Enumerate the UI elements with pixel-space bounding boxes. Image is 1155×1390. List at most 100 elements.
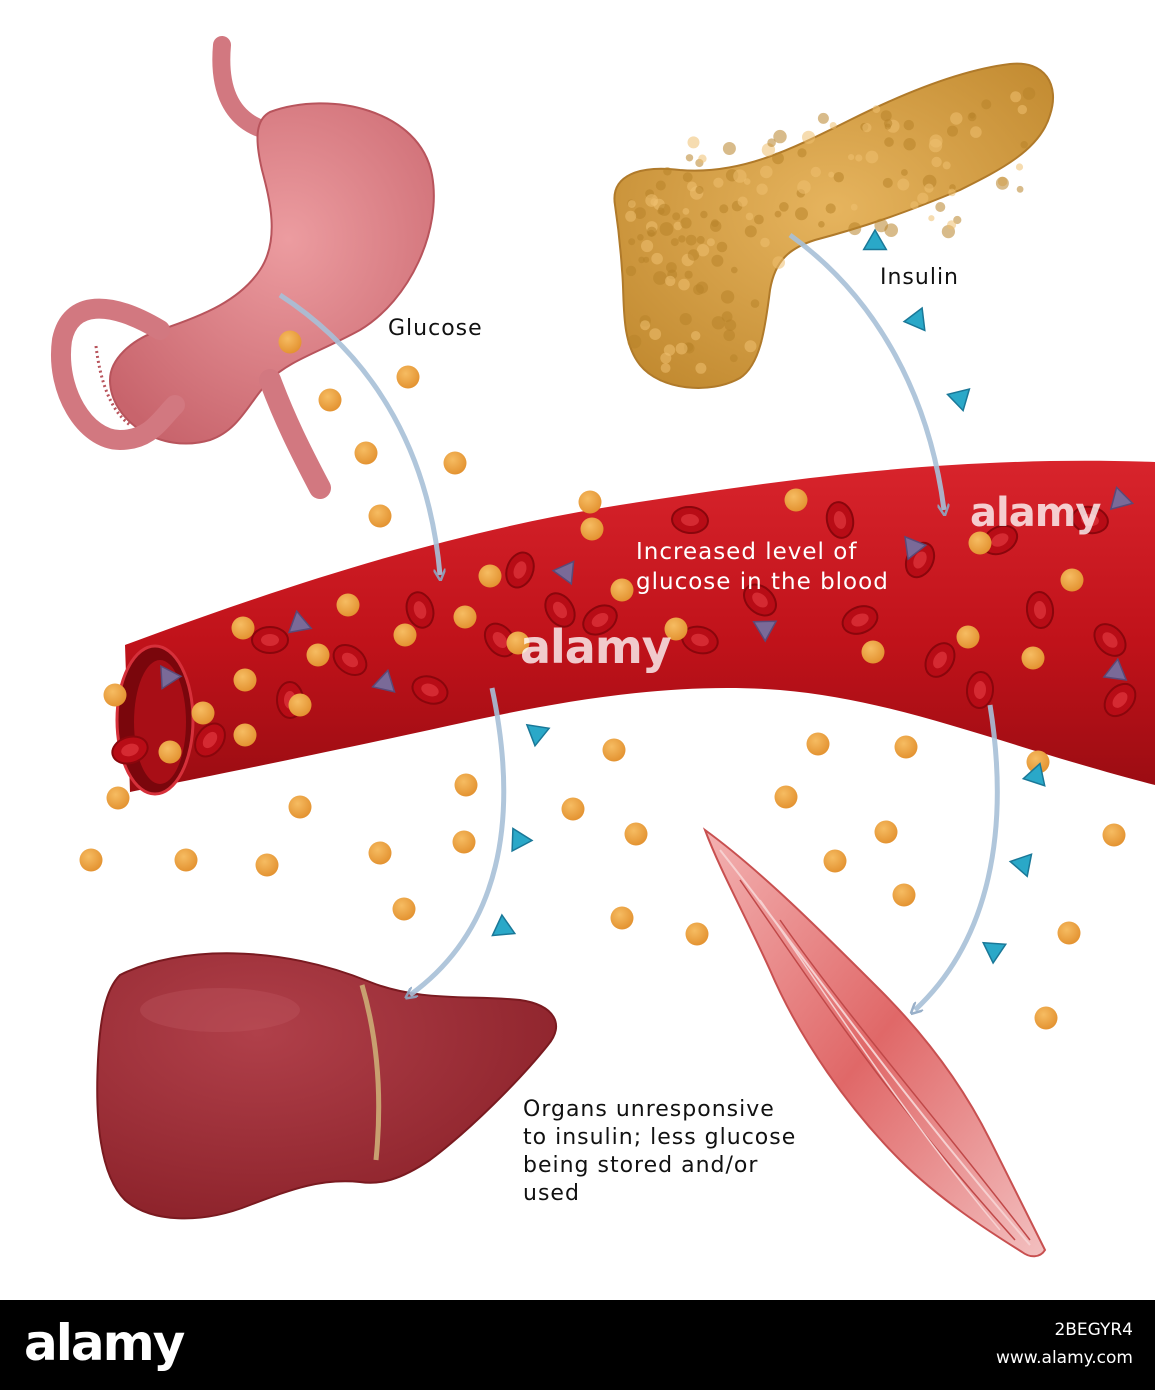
glucose-dot: [861, 640, 885, 664]
red-blood-cell: [965, 671, 995, 709]
glucose-dot: [823, 849, 847, 873]
glucose-dot: [664, 617, 688, 641]
footer-bar: alamy 2BEGYR4 www.alamy.com: [0, 1300, 1155, 1390]
red-blood-cell: [1025, 591, 1055, 629]
blood-label-line-2: glucose in the blood: [636, 569, 889, 595]
glucose-dot: [1021, 646, 1045, 670]
insulin-triangle: [904, 535, 928, 561]
red-blood-cell: [483, 622, 517, 658]
insulin-triangle: [752, 620, 778, 643]
glucose-dot: [578, 490, 602, 514]
glucose-dot: [610, 906, 634, 930]
glucose-dot: [956, 625, 980, 649]
glucose-dot: [1060, 568, 1084, 592]
insulin-triangle: [981, 941, 1008, 965]
red-blood-cell: [194, 722, 226, 758]
insulin-label: Insulin: [880, 265, 960, 290]
glucose-dot: [602, 738, 626, 762]
glucose-dot: [288, 693, 312, 717]
glucose-dot: [368, 841, 392, 865]
arrow-blood-to-muscle: [915, 704, 1000, 1010]
glucose-dot: [318, 388, 342, 412]
glucose-dot: [478, 564, 502, 588]
red-blood-cell: [111, 735, 149, 765]
pancreas-illustration: [613, 62, 1055, 389]
insulin-triangle: [1102, 657, 1128, 681]
glucose-dot: [506, 631, 530, 655]
glucose-dot: [306, 643, 330, 667]
red-blood-cell: [582, 604, 618, 636]
footer-url: www.alamy.com: [995, 1348, 1133, 1368]
glucose-dot: [158, 740, 182, 764]
blood-label-line-1: Increased level of: [636, 539, 858, 565]
red-blood-cell: [505, 551, 535, 589]
glucose-dot: [774, 785, 798, 809]
red-blood-cell: [981, 524, 1019, 556]
arrow-pancreas-to-blood: [788, 232, 944, 510]
insulin-triangle: [1109, 485, 1135, 511]
glucose-dot: [784, 488, 808, 512]
red-blood-cell: [681, 625, 719, 655]
red-blood-cell: [411, 675, 449, 705]
glucose-dot: [288, 795, 312, 819]
glucose-dot: [233, 668, 257, 692]
watermark: alamy: [520, 620, 672, 674]
insulin-triangle: [371, 668, 396, 693]
stomach-illustration: [51, 36, 435, 499]
glucose-dot: [561, 797, 585, 821]
glucose-dot: [79, 848, 103, 872]
glucose-dot: [393, 623, 417, 647]
glucose-dot: [892, 883, 916, 907]
glucose-dot: [894, 735, 918, 759]
illustration: [51, 36, 1155, 1258]
glucose-dot: [453, 605, 477, 629]
glucose-dot: [278, 330, 302, 354]
insulin-triangle: [1021, 762, 1046, 787]
arrow-stomach-to-blood: [278, 292, 440, 575]
red-blood-cell: [1071, 505, 1109, 535]
insulin-triangle: [902, 306, 926, 332]
glucose-dot: [106, 786, 130, 810]
glucose-dot: [443, 451, 467, 475]
glucose-dot: [255, 853, 279, 877]
red-blood-cell: [1103, 682, 1137, 718]
blood-glucose-label: Increased level of glucose in the blood: [636, 537, 966, 597]
insulin-triangle: [1008, 853, 1033, 878]
glucose-dot: [231, 616, 255, 640]
organs-label-line-2: to insulin; less glucose: [523, 1125, 797, 1150]
organs-label-line-4: used: [523, 1181, 580, 1206]
glucose-dot: [685, 922, 709, 946]
footer-logo: alamy: [24, 1314, 185, 1372]
glucose-dot: [103, 683, 127, 707]
glucose-dot: [1026, 750, 1050, 774]
red-blood-cell: [841, 605, 879, 635]
watermark: alamy: [970, 490, 1101, 536]
diagram-canvas: Glucose Insulin Increased level of gluco…: [51, 36, 1155, 1258]
glucose-dot: [610, 578, 634, 602]
red-blood-cell: [544, 592, 576, 628]
insulin-triangle: [525, 723, 551, 748]
liver-illustration: [96, 952, 558, 1220]
glucose-dot: [354, 441, 378, 465]
glucose-dot: [1057, 921, 1081, 945]
glucose-dot: [233, 723, 257, 747]
red-blood-cell: [1093, 623, 1127, 657]
glucose-dot: [368, 504, 392, 528]
red-blood-cell: [825, 501, 855, 539]
flow-arrows: [278, 232, 1000, 1010]
insulin-triangle: [946, 387, 971, 413]
insulin-triangle: [551, 560, 575, 586]
insulin-triangle: [160, 664, 183, 690]
glucose-dot: [191, 701, 215, 725]
glucose-label: Glucose: [388, 316, 483, 341]
arrow-blood-to-liver: [410, 687, 507, 995]
image-id: 2BEGYR4: [1054, 1320, 1133, 1340]
glucose-dot: [874, 820, 898, 844]
red-blood-cell: [405, 591, 435, 629]
glucose-dot: [336, 593, 360, 617]
organs-label: Organs unresponsive to insulin; less glu…: [523, 1096, 883, 1208]
glucose-dot: [968, 531, 992, 555]
glucose-dot: [806, 732, 830, 756]
glucose-dot: [454, 773, 478, 797]
red-blood-cell: [924, 642, 956, 678]
